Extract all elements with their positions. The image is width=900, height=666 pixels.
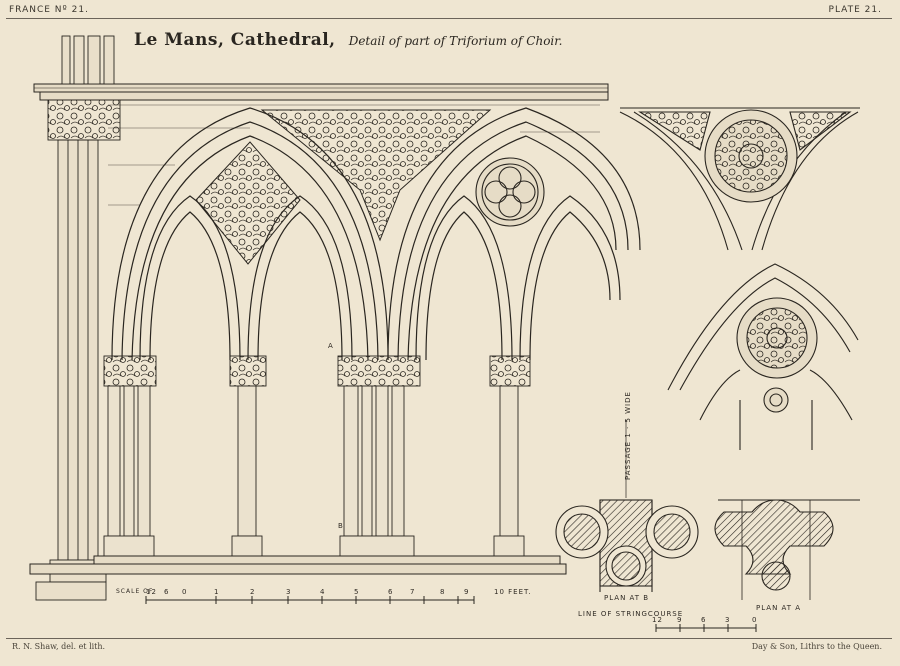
stringcourse-label: LINE OF STRINGCOURSE xyxy=(578,610,684,618)
main-scale-tick-label: 9 xyxy=(464,588,470,596)
small-scale-tick-label: 12 xyxy=(652,616,663,624)
plate-series-label: FRANCE Nº 21. xyxy=(9,5,89,15)
artist-credit: R. N. Shaw, del. et lith. xyxy=(12,642,106,651)
top-cornice xyxy=(33,83,609,101)
main-scale-tick-label: 4 xyxy=(320,588,326,596)
upper-spandrel-carving xyxy=(260,109,492,242)
main-scale-prefix: SCALE OF xyxy=(116,588,154,595)
left-spandrel-carving xyxy=(195,141,301,265)
plan-b-label: PLAN AT B xyxy=(604,594,650,602)
column-fourth xyxy=(489,355,531,557)
main-scale-tick-label: 6 xyxy=(388,588,394,596)
small-scale-bar xyxy=(655,624,757,632)
main-scale-tick-label: 2 xyxy=(250,588,256,596)
main-arcades xyxy=(111,107,641,361)
left-wall-pier xyxy=(35,35,121,601)
plate-number-label: PLATE 21. xyxy=(828,5,882,15)
main-scale-suffix: 10 FEET. xyxy=(494,588,532,596)
column-second xyxy=(229,355,267,557)
plan-at-b xyxy=(555,420,699,592)
quatrefoil-roundel xyxy=(475,157,545,227)
printer-credit: Day & Son, Lithrs to the Queen. xyxy=(751,642,882,651)
main-scale-bar xyxy=(145,596,475,604)
detail-spandrel-lower xyxy=(667,263,859,450)
main-scale-tick-label: 1 xyxy=(214,588,220,596)
main-scale-tick-label: 12 xyxy=(146,588,157,596)
column-group-center xyxy=(337,355,421,557)
main-scale-tick-label: 5 xyxy=(354,588,360,596)
column-group-left xyxy=(103,355,157,557)
small-scale-tick-label: 3 xyxy=(725,616,731,624)
detail-spandrel-upper xyxy=(619,107,860,251)
top-border-line xyxy=(6,18,892,19)
main-scale-tick-label: 3 xyxy=(286,588,292,596)
base-stringcourse xyxy=(29,555,567,575)
point-b-label: B xyxy=(338,522,344,530)
plate-title-subtitle: Detail of part of Triforium of Choir. xyxy=(348,34,563,48)
bottom-border-line xyxy=(6,638,892,639)
main-scale-tick-label: 7 xyxy=(410,588,416,596)
small-scale-tick-label: 6 xyxy=(701,616,707,624)
main-scale-tick-label: 6 xyxy=(164,588,170,596)
main-scale-tick-label: 0 xyxy=(182,588,188,596)
plan-a-label: PLAN AT A xyxy=(756,604,802,612)
plate-title-main: Le Mans, Cathedral, xyxy=(134,30,336,50)
point-a-label: A xyxy=(328,342,334,350)
plate-title: Le Mans, Cathedral, Detail of part of Tr… xyxy=(134,30,563,50)
main-scale-tick-label: 8 xyxy=(440,588,446,596)
small-scale-tick-label: 9 xyxy=(677,616,683,624)
small-scale-tick-label: 0 xyxy=(752,616,758,624)
plan-at-a xyxy=(714,499,860,600)
passage-width-label: PASSAGE 1 · 5 WIDE xyxy=(624,391,632,480)
